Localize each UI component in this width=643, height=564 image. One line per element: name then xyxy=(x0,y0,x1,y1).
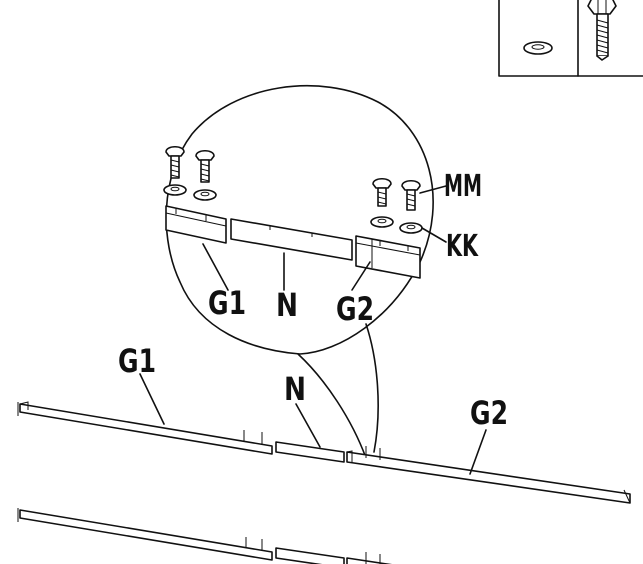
washer-icon xyxy=(399,222,423,234)
label-mm: MM xyxy=(444,169,482,204)
washer-icon xyxy=(523,41,553,55)
hardware-legend xyxy=(498,0,643,77)
label-g1-main: G1 xyxy=(118,342,156,380)
callout-pointer-left xyxy=(297,353,367,459)
washer-icon xyxy=(163,184,187,196)
detail-leaders xyxy=(202,185,447,291)
label-g2-main: G2 xyxy=(470,394,508,432)
bolt-icon xyxy=(401,179,421,211)
washer-icon xyxy=(370,216,394,228)
main-rail-upper xyxy=(17,401,631,504)
label-g1-detail: G1 xyxy=(208,284,246,322)
label-n-detail: N xyxy=(276,286,298,324)
main-leaders xyxy=(139,373,487,475)
callout-pointer-right xyxy=(365,323,379,453)
label-n-main: N xyxy=(284,370,306,408)
label-kk: KK xyxy=(446,229,479,264)
main-rail-lower xyxy=(17,508,393,564)
detail-profiles xyxy=(165,205,421,279)
bolt-icon xyxy=(165,145,185,179)
detail-bolts xyxy=(165,145,421,211)
bolt-icon xyxy=(372,177,392,207)
bolt-icon xyxy=(195,149,215,183)
washer-icon xyxy=(193,189,217,201)
label-g2-detail: G2 xyxy=(336,290,374,328)
bolt-icon xyxy=(587,0,617,61)
